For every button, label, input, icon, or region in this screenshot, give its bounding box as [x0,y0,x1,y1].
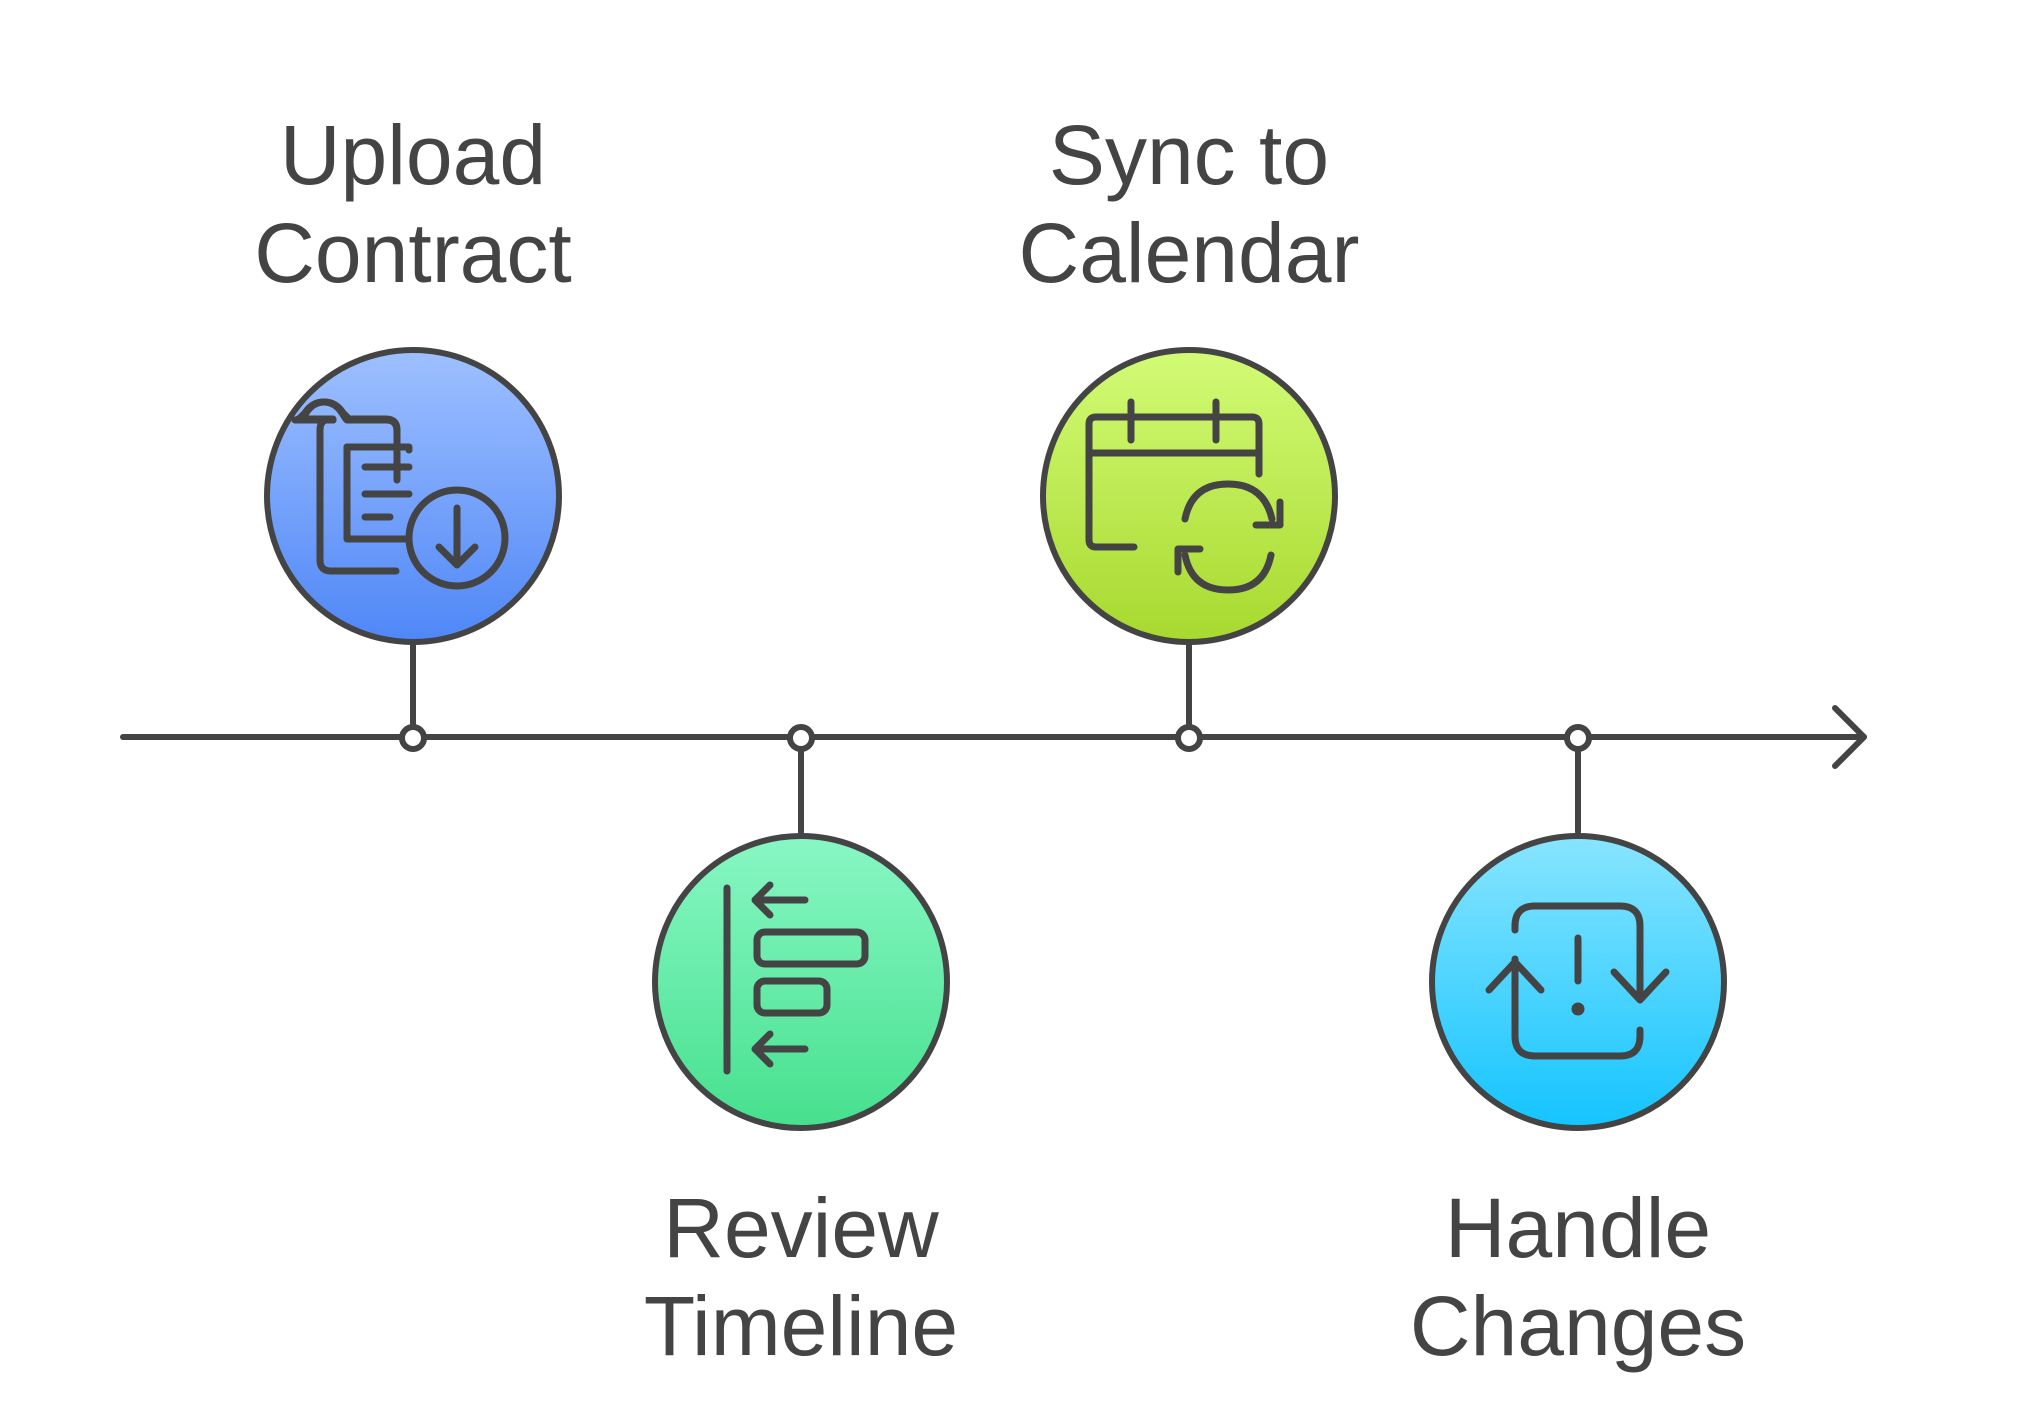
step-label-review-timeline: Review Timeline [501,1179,1101,1375]
step-title-line1: Review [663,1181,939,1275]
timeline-dot-sync-to-calendar [1175,724,1203,752]
step-title-line2: Timeline [643,1279,959,1373]
step-label-sync-to-calendar: Sync to Calendar [889,106,1489,302]
step-title-line1: Handle [1444,1181,1712,1275]
clipboard-download-icon [291,398,509,590]
alert-exchange-icon [1485,902,1670,1060]
timeline-arrowhead [1832,705,1867,769]
step-label-handle-changes: Handle Changes [1278,1179,1878,1375]
step-title-line1: Upload [279,108,547,202]
step-circle-upload-contract [264,347,562,645]
step-title-line2: Calendar [1018,206,1360,300]
timeline-dot-upload-contract [399,724,427,752]
timeline-dot-handle-changes [1564,724,1592,752]
step-title-line2: Contract [254,206,572,300]
timeline-dot-review-timeline [787,724,815,752]
calendar-sync-icon [1085,398,1284,594]
step-label-upload-contract: Upload Contract [113,106,713,302]
step-title-line1: Sync to [1048,108,1330,202]
timeline-align-left-icon [723,881,869,1075]
step-title-line2: Changes [1409,1279,1747,1373]
